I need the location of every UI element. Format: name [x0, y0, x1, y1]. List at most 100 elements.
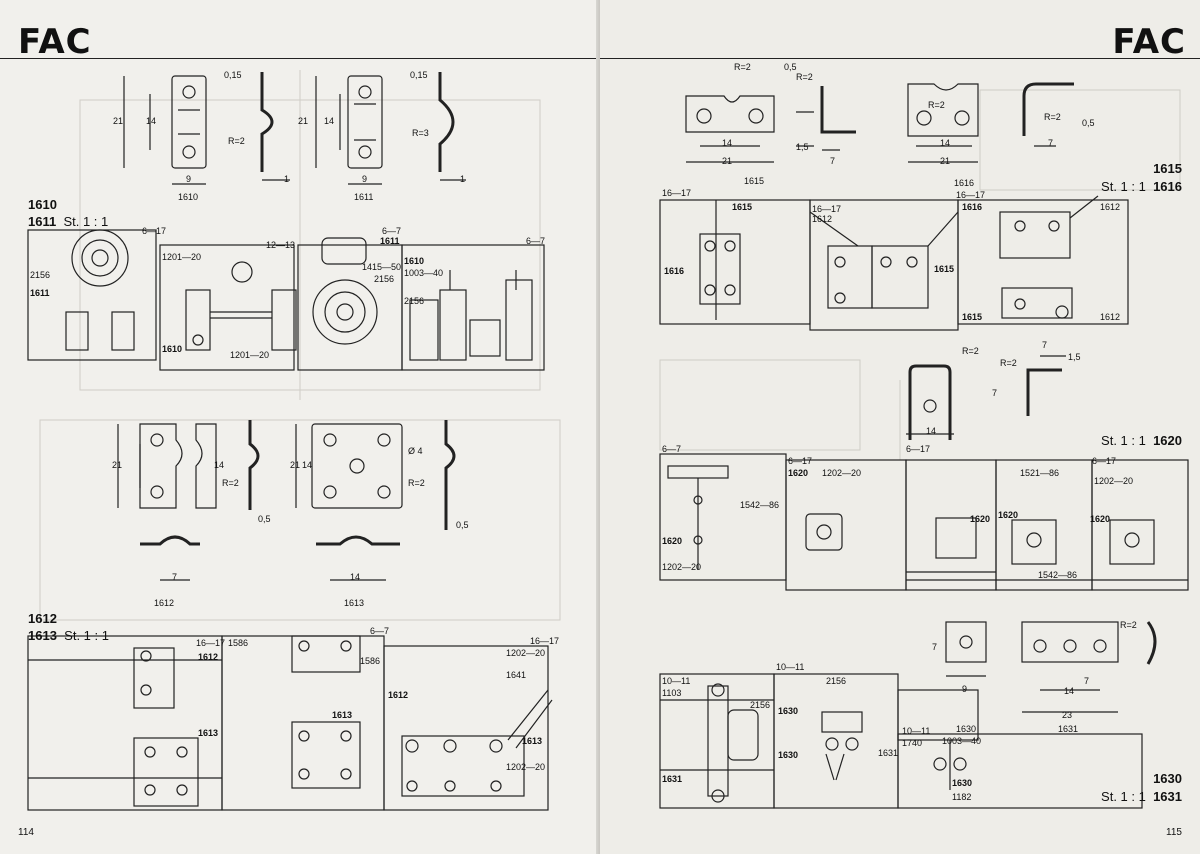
- section-code: 1612: [28, 611, 57, 626]
- dim-label: 21: [722, 156, 733, 166]
- section-code: 1610: [28, 197, 57, 212]
- part-caption: 1612: [154, 598, 175, 608]
- section-code: St. 1 : 1 1616: [1101, 179, 1182, 194]
- section-code: 1615: [1153, 161, 1182, 176]
- callout: 1620: [788, 468, 809, 478]
- callout: 1613: [522, 736, 543, 746]
- left-page: FAC 0,15 21 14 R=2 9 1 1610 0,15 21 14 R…: [0, 22, 600, 838]
- page-number: 114: [18, 827, 34, 838]
- dim-label: 21: [290, 460, 301, 470]
- callout: 1611: [380, 236, 400, 246]
- callout: 16—17: [196, 638, 226, 648]
- callout: 1630: [778, 706, 799, 716]
- callout: 1202—20: [1094, 476, 1134, 486]
- callout: 1612: [812, 214, 833, 224]
- brand-logo: FAC: [1112, 22, 1186, 62]
- dim-label: 0,5: [1082, 118, 1095, 128]
- dim-label: R=2: [796, 72, 813, 82]
- right-page: FAC R=2 0,5 R=2 14 21 1,5 7 1615 R=2 R=2…: [600, 0, 1200, 854]
- scale-note: St. 1 : 1: [1101, 433, 1146, 448]
- dim-label: R=2: [734, 62, 751, 72]
- dim-label: 14: [350, 572, 361, 582]
- dim-label: 21: [298, 116, 309, 126]
- scale-note: St. 1 : 1: [1101, 789, 1146, 804]
- callout: 10—11: [776, 662, 805, 672]
- callout: 1003—40: [942, 736, 982, 746]
- dim-label: 9: [362, 174, 368, 184]
- callout: 1612: [1100, 202, 1121, 212]
- callout: 1620: [1090, 514, 1111, 524]
- dim-label: 0,5: [456, 520, 469, 530]
- callout: 1182: [952, 792, 972, 802]
- callout: 1630: [952, 778, 973, 788]
- part-caption: 1616: [954, 178, 975, 188]
- callout: 2156: [30, 270, 51, 280]
- callout: 1611: [30, 288, 50, 298]
- section-code: 1611 St. 1 : 1: [28, 214, 109, 229]
- dim-label: 14: [324, 116, 335, 126]
- dim-label: 1,5: [1068, 352, 1081, 362]
- callout: 1620: [998, 510, 1019, 520]
- part-caption: 1615: [744, 176, 765, 186]
- callout: 1202—20: [662, 562, 702, 572]
- callout: 16—17: [956, 190, 986, 200]
- part-caption: 1613: [344, 598, 365, 608]
- dim-label: R=3: [412, 128, 429, 138]
- callout: 1740: [902, 738, 923, 748]
- dim-label: R=2: [1120, 620, 1137, 630]
- scale-note: St. 1 : 1: [1101, 179, 1146, 194]
- callout: 1613: [198, 728, 219, 738]
- scale-note: St. 1 : 1: [64, 628, 109, 643]
- part-caption: 1611: [354, 192, 374, 202]
- dim-label: 1: [460, 174, 466, 184]
- section-code: 1630: [1153, 771, 1182, 786]
- part-caption: 1631: [1058, 724, 1079, 734]
- header-rule: [600, 58, 1200, 59]
- dim-label: 0,15: [224, 70, 242, 80]
- dim-label: 7: [1084, 676, 1090, 686]
- left-technical-drawings: [27, 70, 561, 811]
- callout: 2156: [404, 296, 425, 306]
- callout: 1615: [732, 202, 753, 212]
- callout: 1613: [332, 710, 353, 720]
- dim-label: 0,5: [784, 62, 797, 72]
- callout: 1610: [404, 256, 425, 266]
- callout: 6—7: [370, 626, 390, 636]
- dim-label: 14: [722, 138, 733, 148]
- callout: 1631: [878, 748, 899, 758]
- dim-label: R=2: [228, 136, 245, 146]
- callout: 1620: [662, 536, 683, 546]
- callout: 1615: [934, 264, 955, 274]
- callout: 6—17: [142, 226, 167, 236]
- callout: 1003—40: [404, 268, 444, 278]
- callout: 1542—86: [1038, 570, 1078, 580]
- callout: 6—17: [788, 456, 813, 466]
- header-rule: [0, 58, 600, 59]
- callout: 2156: [750, 700, 771, 710]
- callout: 1415—50: [362, 262, 402, 272]
- section-code: St. 1 : 1 1631: [1101, 789, 1182, 804]
- callout: 10—11: [662, 676, 691, 686]
- brand-logo: FAC: [18, 22, 92, 62]
- section-code: 1613 St. 1 : 1: [28, 628, 109, 643]
- callout: 10—11: [902, 726, 931, 736]
- callout: 1612: [198, 652, 219, 662]
- dim-label: 14: [926, 426, 937, 436]
- callout: 2156: [826, 676, 847, 686]
- dim-label: 14: [214, 460, 225, 470]
- callout: 1612: [1100, 312, 1121, 322]
- callout: 16—17: [530, 636, 560, 646]
- dim-label: 14: [1064, 686, 1075, 696]
- callout: 1103: [662, 688, 682, 698]
- dim-label: 21: [112, 460, 123, 470]
- dim-label: 1,5: [796, 142, 809, 152]
- dim-label: R=2: [222, 478, 239, 488]
- dim-label: 9: [186, 174, 192, 184]
- section-code: St. 1 : 1 1620: [1101, 433, 1182, 448]
- dim-label: R=2: [928, 100, 945, 110]
- dim-label: 0,5: [258, 514, 271, 524]
- callout: 1616: [664, 266, 685, 276]
- dim-label: 0,15: [410, 70, 428, 80]
- callout: 1586: [228, 638, 249, 648]
